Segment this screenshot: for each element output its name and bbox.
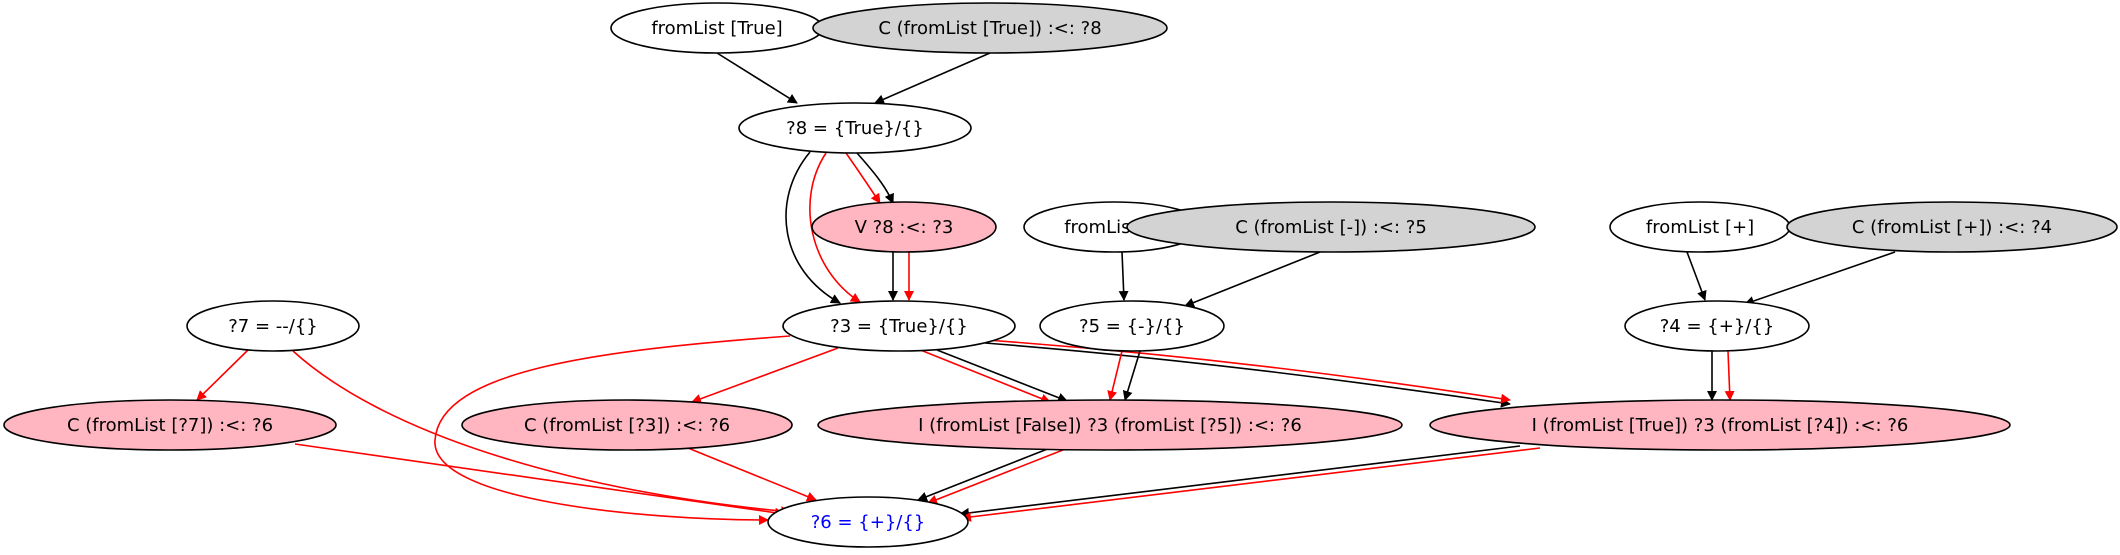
edge-c-fromlist-q3-to-q6-red xyxy=(687,447,817,502)
node-label-q4: ?4 = {+}/{} xyxy=(1660,316,1775,337)
edge-q8-to-q3-black xyxy=(785,151,841,304)
node-c-fromlist-minus: C (fromList [-]) :<: ?5 xyxy=(1126,201,1536,253)
node-label-i-true: I (fromList [True]) ?3 (fromList [?4]) :… xyxy=(1532,415,1909,436)
node-shape-c-fromlist-true xyxy=(812,2,1168,54)
node-shape-q3 xyxy=(782,300,1016,352)
node-c-fromlist-q3: C (fromList [?3]) :<: ?6 xyxy=(461,399,793,451)
node-label-c-fromlist-true: C (fromList [True]) :<: ?8 xyxy=(878,18,1101,39)
node-shape-q5 xyxy=(1039,300,1225,352)
node-q8: ?8 = {True}/{} xyxy=(738,102,972,154)
edge-c-fromlist-q7-to-q6-red xyxy=(294,443,785,518)
node-label-i-false: I (fromList [False]) ?3 (fromList [?5]) … xyxy=(918,415,1302,436)
node-q4: ?4 = {+}/{} xyxy=(1624,300,1810,352)
node-v-q8: V ?8 :<: ?3 xyxy=(811,201,997,253)
node-c-fromlist-true: C (fromList [True]) :<: ?8 xyxy=(812,2,1168,54)
edge-q8-to-v-q8-red xyxy=(845,152,881,204)
edge-fromlist-plus-to-q4-black xyxy=(1686,251,1707,301)
node-shape-c-fromlist-q3 xyxy=(461,399,793,451)
node-label-q3: ?3 = {True}/{} xyxy=(830,316,968,337)
node-shape-c-fromlist-plus xyxy=(1786,201,2118,253)
node-fromlist-plus: fromList [+] xyxy=(1609,201,1791,253)
node-i-false: I (fromList [False]) ?3 (fromList [?5]) … xyxy=(817,399,1403,451)
edge-q3-to-q6-red xyxy=(434,335,791,525)
node-shape-q8 xyxy=(738,102,972,154)
edge-c-fromlist-plus-to-q4-black xyxy=(1744,251,1896,306)
node-label-q6: ?6 = {+}/{} xyxy=(811,512,926,533)
node-q5: ?5 = {-}/{} xyxy=(1039,300,1225,352)
edge-c-fromlist-minus-to-q5-black xyxy=(1184,251,1321,308)
node-label-c-fromlist-plus: C (fromList [+]) :<: ?4 xyxy=(1852,217,2052,238)
node-c-fromlist-q7: C (fromList [?7]) :<: ?6 xyxy=(3,399,337,451)
node-shape-q4 xyxy=(1624,300,1810,352)
node-label-c-fromlist-minus: C (fromList [-]) :<: ?5 xyxy=(1235,217,1427,238)
edge-i-true-to-q6-black xyxy=(959,445,1521,518)
edge-q8-to-q3-red xyxy=(809,152,861,303)
node-shape-q7 xyxy=(186,300,360,352)
edge-i-false-to-q6-black xyxy=(917,447,1051,502)
edge-q5-to-i-false-red xyxy=(1107,350,1123,401)
nodes-layer: fromList [True] C (fromList [True]) :<: ?… xyxy=(3,2,2118,548)
node-fromlist-true: fromList [True] xyxy=(610,2,824,54)
node-shape-i-false xyxy=(817,399,1403,451)
node-label-fromlist-true: fromList [True] xyxy=(651,18,782,39)
node-c-fromlist-plus: C (fromList [+]) :<: ?4 xyxy=(1786,201,2118,253)
node-q3: ?3 = {True}/{} xyxy=(782,300,1016,352)
node-label-c-fromlist-q7: C (fromList [?7]) :<: ?6 xyxy=(67,415,273,436)
node-label-v-q8: V ?8 :<: ?3 xyxy=(855,217,954,238)
edge-q3-to-i-true-red xyxy=(971,338,1511,404)
edge-q3-to-i-false-red xyxy=(917,348,1051,404)
edge-q7-to-q6-red xyxy=(292,350,791,517)
edges-layer xyxy=(196,52,1896,525)
node-shape-q6 xyxy=(767,496,969,548)
node-label-q7: ?7 = --/{} xyxy=(228,316,318,337)
edge-q8-to-v-q8-black xyxy=(856,152,894,204)
node-label-q8: ?8 = {True}/{} xyxy=(786,118,924,139)
node-q6: ?6 = {+}/{} xyxy=(767,496,969,548)
edge-i-false-to-q6-red xyxy=(927,447,1069,505)
edge-q5-to-i-false-black xyxy=(1122,350,1141,401)
edge-i-true-to-q6-red xyxy=(961,447,1541,522)
node-label-fromlist-plus: fromList [+] xyxy=(1646,217,1754,238)
node-shape-i-true xyxy=(1429,399,2011,451)
edge-q3-to-i-false-black xyxy=(936,349,1068,403)
edge-c-fromlist-true-to-q8-black xyxy=(874,52,991,104)
node-label-c-fromlist-q3: C (fromList [?3]) :<: ?6 xyxy=(524,415,730,436)
node-shape-c-fromlist-q7 xyxy=(3,399,337,451)
edge-q4-to-i-true-red xyxy=(1724,350,1735,401)
node-i-true: I (fromList [True]) ?3 (fromList [?4]) :… xyxy=(1429,399,2011,451)
edge-q3-to-i-true-black xyxy=(984,342,1511,408)
node-q7: ?7 = --/{} xyxy=(186,300,360,352)
node-shape-c-fromlist-minus xyxy=(1126,201,1536,253)
node-label-q5: ?5 = {-}/{} xyxy=(1079,316,1185,337)
edge-fromlist-true-to-q8-black xyxy=(716,52,798,104)
node-shape-v-q8 xyxy=(811,201,997,253)
edge-fromlist-minus-to-q5-black xyxy=(1118,251,1129,301)
edge-q7-to-c-fromlist-q7-red xyxy=(196,349,249,401)
edge-q3-to-c-fromlist-q3-red xyxy=(691,347,839,404)
